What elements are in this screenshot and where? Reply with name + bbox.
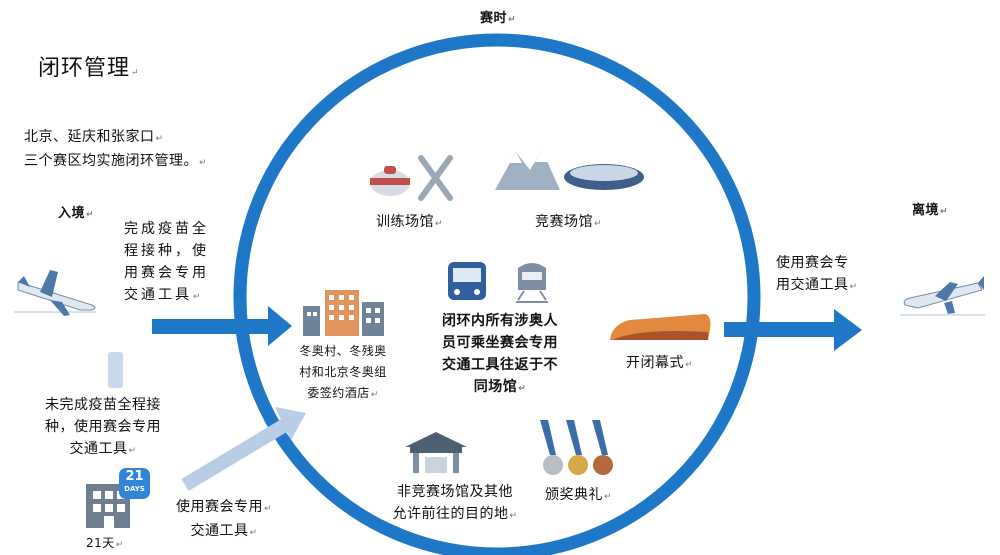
loop-center-line-3: 交通工具往返于不 xyxy=(442,357,558,373)
entry-label: 入境 xyxy=(58,203,94,226)
bus-icon xyxy=(448,262,486,300)
non-competition-line-2: 允许前往的目的地 xyxy=(380,503,530,527)
loop-center-line-4: 同场馆 xyxy=(420,376,580,400)
unvaccinated-path-bar xyxy=(108,352,123,388)
intro-text: 北京、延庆和张家口 三个赛区均实施闭环管理。 xyxy=(24,126,207,174)
exit-transport-line-1: 使用赛会专 xyxy=(776,255,849,271)
exit-plane-icon xyxy=(900,276,985,316)
loop-center-line-1: 闭环内所有涉奥人 xyxy=(442,313,558,329)
exit-transport-line-2: 用交通工具 xyxy=(776,274,858,298)
quarantine-arrow xyxy=(181,407,306,492)
village-line-3: 委签约酒店 xyxy=(283,383,403,406)
competition-venue-icon xyxy=(495,150,644,190)
medal-label: 颁奖典礼 xyxy=(545,484,612,508)
intro-line-2: 三个赛区均实施闭环管理。 xyxy=(24,150,207,174)
village-line-2: 村和北京冬奥组 xyxy=(299,365,387,379)
closed-loop-ring xyxy=(233,33,761,555)
medal-icon xyxy=(540,420,613,475)
quarantine-badge-number: 21 xyxy=(125,469,144,484)
after-quarantine-text: 使用赛会专用 交通工具 xyxy=(168,496,280,544)
training-venue-label: 训练场馆 xyxy=(376,211,443,235)
olympic-village-icon xyxy=(303,290,384,336)
ceremony-label: 开闭幕式 xyxy=(626,352,693,376)
unvaccinated-line-2: 种，使用赛会专用 xyxy=(45,419,161,435)
village-line-1: 冬奥村、冬残奥 xyxy=(299,344,387,358)
after-quarantine-line-2: 交通工具 xyxy=(168,520,280,544)
training-venue-icon xyxy=(370,155,453,201)
competition-venue-label: 竞赛场馆 xyxy=(535,211,602,235)
unvaccinated-text: 未完成疫苗全程接 种，使用赛会专用 交通工具 xyxy=(28,394,178,462)
vaccinated-line-4: 交通工具 xyxy=(124,284,209,308)
loop-center-text: 闭环内所有涉奥人 员可乘坐赛会专用 交通工具往返于不 同场馆 xyxy=(420,310,580,400)
vaccinated-line-2: 程接种，使 xyxy=(124,243,209,259)
village-text: 冬奥村、冬残奥 村和北京冬奥组 委签约酒店 xyxy=(283,341,403,406)
unvaccinated-line-3: 交通工具 xyxy=(28,438,178,462)
vaccinated-line-3: 用赛会专用 xyxy=(124,265,209,281)
non-competition-text: 非竞赛场馆及其他 允许前往的目的地 xyxy=(380,481,530,527)
top-label: 赛时 xyxy=(480,8,516,31)
exit-transport-text: 使用赛会专 用交通工具 xyxy=(776,252,858,298)
vaccinated-line-1: 完成疫苗全 xyxy=(124,221,209,237)
train-icon xyxy=(516,263,548,303)
non-competition-line-1: 非竞赛场馆及其他 xyxy=(397,484,513,500)
after-quarantine-line-1: 使用赛会专用 xyxy=(168,496,280,520)
exit-arrow xyxy=(724,309,862,351)
vaccinated-text: 完成疫苗全 程接种，使 用赛会专用 交通工具 xyxy=(124,218,209,308)
non-competition-venue-icon xyxy=(405,432,467,473)
ceremony-icon xyxy=(610,314,711,340)
quarantine-label: 21天 xyxy=(86,533,124,555)
page-title: 闭环管理 xyxy=(38,50,140,82)
exit-label: 离境 xyxy=(912,200,948,223)
quarantine-badge-bg xyxy=(119,468,150,499)
quarantine-badge-sub: DAYS xyxy=(124,485,145,493)
entry-arrow xyxy=(152,306,292,346)
unvaccinated-line-1: 未完成疫苗全程接 xyxy=(45,397,161,413)
loop-center-line-2: 员可乘坐赛会专用 xyxy=(442,335,558,351)
intro-line-1: 北京、延庆和张家口 xyxy=(24,126,207,150)
entry-plane-icon xyxy=(14,270,96,316)
